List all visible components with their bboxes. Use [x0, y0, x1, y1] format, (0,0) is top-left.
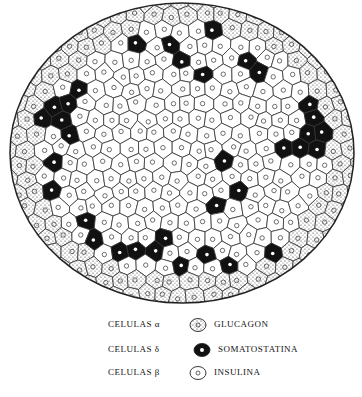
islet-outline	[10, 3, 354, 303]
alpha-cell	[222, 286, 240, 315]
beta-cell	[111, 33, 128, 54]
alpha-cell	[0, 123, 10, 142]
cell-type-label: CELULAS δ	[108, 345, 160, 354]
alpha-cell	[0, 104, 19, 130]
alpha-cell	[0, 257, 70, 315]
alpha-cell	[0, 170, 18, 187]
alpha-cell	[291, 0, 356, 42]
alpha-cell	[0, 61, 36, 97]
alpha-cell	[0, 12, 51, 70]
alpha-cell	[299, 27, 333, 59]
alpha-cell	[203, 286, 222, 312]
alpha-cell	[0, 243, 61, 289]
legend-swatches	[190, 319, 210, 380]
beta-cell-sample	[190, 367, 206, 380]
cell-type-label: CELULAS α	[108, 320, 160, 329]
delta-cell-sample	[194, 344, 210, 357]
alpha-cell	[315, 213, 335, 232]
cell-type-label: CELULAS β	[108, 368, 160, 377]
alpha-cell	[334, 214, 362, 256]
alpha-cell	[0, 139, 17, 159]
alpha-cell	[91, 286, 123, 315]
alpha-cell	[323, 0, 362, 68]
beta-cell	[179, 65, 194, 82]
alpha-cell	[0, 0, 62, 54]
beta-cell	[194, 211, 211, 232]
alpha-cell-sample	[190, 319, 206, 332]
alpha-cell	[115, 0, 137, 9]
alpha-cell	[0, 184, 13, 203]
alpha-cell	[163, 304, 189, 315]
legend-text: INSULINA	[214, 368, 261, 377]
alpha-cell	[331, 54, 362, 85]
alpha-cell	[168, 287, 187, 309]
alpha-cell	[283, 272, 349, 316]
legend-text: GLUCAGON	[214, 320, 269, 329]
alpha-cell	[121, 287, 142, 315]
alpha-cell	[347, 181, 362, 203]
legend-text: SOMATOSTATINA	[218, 345, 298, 354]
islet-cells	[0, 0, 362, 316]
alpha-cell	[185, 287, 205, 311]
alpha-cell	[52, 9, 88, 42]
alpha-cell	[0, 84, 28, 113]
delta-cell	[314, 121, 333, 142]
alpha-cell	[348, 92, 362, 118]
alpha-cell	[45, 0, 97, 26]
alpha-cell	[292, 258, 337, 301]
alpha-cell	[0, 199, 18, 223]
alpha-cell	[0, 213, 29, 274]
alpha-cell	[317, 244, 362, 315]
beta-cell	[131, 121, 148, 142]
alpha-cell	[239, 283, 271, 315]
alpha-cell	[341, 76, 362, 100]
alpha-cell	[0, 48, 42, 86]
